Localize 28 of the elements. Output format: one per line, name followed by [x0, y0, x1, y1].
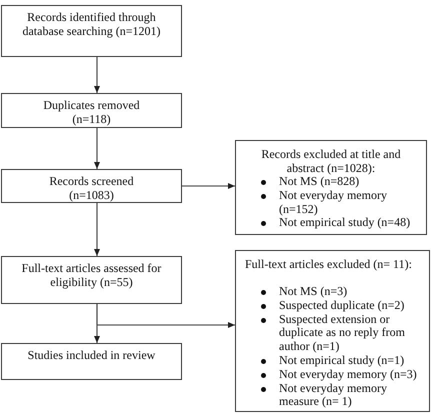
exclusion-reason: Not everyday memory (n=3) [279, 368, 417, 382]
exclusion-reason: Not empirical study (n=48) [279, 216, 410, 230]
exclusion-reason: Suspected extension or duplicate as no reply from author (n=1) [279, 312, 406, 354]
process-box [1, 5, 182, 57]
process-box [1, 256, 182, 304]
box-heading: Records excluded at title and abstract (n=1028): [260, 147, 402, 175]
box-text: Full-text articles assessed for eligibility (n=55) [20, 261, 162, 289]
box-text: Studies included in review [28, 348, 156, 362]
exclusion-reason: Not empirical study (n=1) [279, 354, 404, 368]
process-box [1, 93, 182, 128]
exclusion-box [235, 250, 430, 412]
exclusion-reason: Not MS (n=828) [279, 175, 360, 189]
box-heading: Full-text articles excluded (n= 11): [245, 257, 412, 271]
box-text: Records identified through database searching (n=1201) [21, 10, 162, 38]
arrow [94, 57, 100, 93]
process-box [1, 343, 182, 380]
exclusion-reason: Not everyday memory measure (n= 1) [279, 382, 388, 410]
arrow [96, 304, 235, 328]
box-text: Duplicates removed (n=118) [42, 98, 141, 126]
arrow [182, 183, 235, 189]
exclusion-reason: Not MS (n=3) [279, 285, 348, 299]
process-box [1, 169, 182, 203]
exclusion-reason: Suspected duplicate (n=2) [279, 298, 404, 313]
arrow [94, 128, 100, 169]
exclusion-box [235, 140, 427, 235]
arrow [94, 203, 100, 256]
box-text: Records screened (n=1083) [48, 174, 135, 202]
exclusion-reason: Not everyday memory (n=152) [279, 188, 388, 216]
